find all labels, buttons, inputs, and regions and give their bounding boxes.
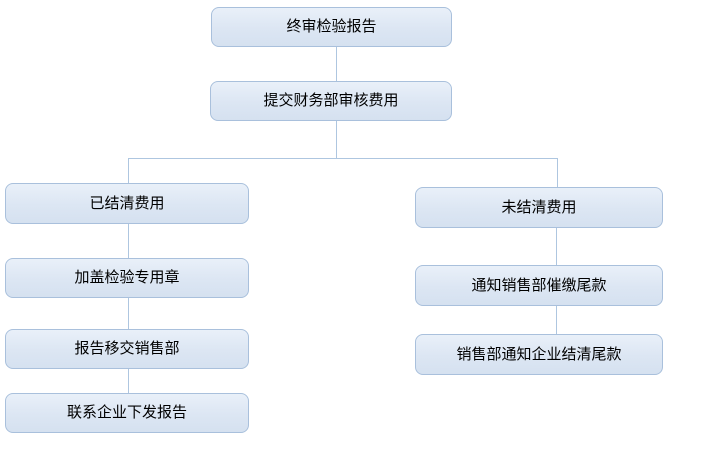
connector-branch-to-unsettled xyxy=(557,158,558,187)
connector-branch-horizontal xyxy=(128,158,557,159)
connector-stamp-seal-to-transfer-sales xyxy=(128,298,129,329)
connector-settled-to-stamp-seal xyxy=(128,224,129,258)
flow-node-sales-notify-enterprise: 销售部通知企业结清尾款 xyxy=(415,334,663,375)
flow-node-submit-finance: 提交财务部审核费用 xyxy=(210,81,452,121)
flow-node-contact-enterprise: 联系企业下发报告 xyxy=(5,393,249,433)
connector-transfer-sales-to-contact xyxy=(128,369,129,393)
flow-node-settled-fees: 已结清费用 xyxy=(5,183,249,224)
flow-node-final-report: 终审检验报告 xyxy=(211,7,452,47)
connector-final-report-to-submit-finance xyxy=(336,47,337,81)
connector-branch-to-settled xyxy=(128,158,129,183)
flow-node-unsettled-fees: 未结清费用 xyxy=(415,187,663,228)
connector-submit-finance-to-branch xyxy=(336,121,337,158)
flow-node-stamp-seal: 加盖检验专用章 xyxy=(5,258,249,298)
connector-notify-sales-to-sales-notify xyxy=(556,306,557,334)
flow-node-notify-sales: 通知销售部催缴尾款 xyxy=(415,265,663,306)
connector-unsettled-to-notify-sales xyxy=(556,228,557,265)
flow-node-transfer-sales: 报告移交销售部 xyxy=(5,329,249,369)
